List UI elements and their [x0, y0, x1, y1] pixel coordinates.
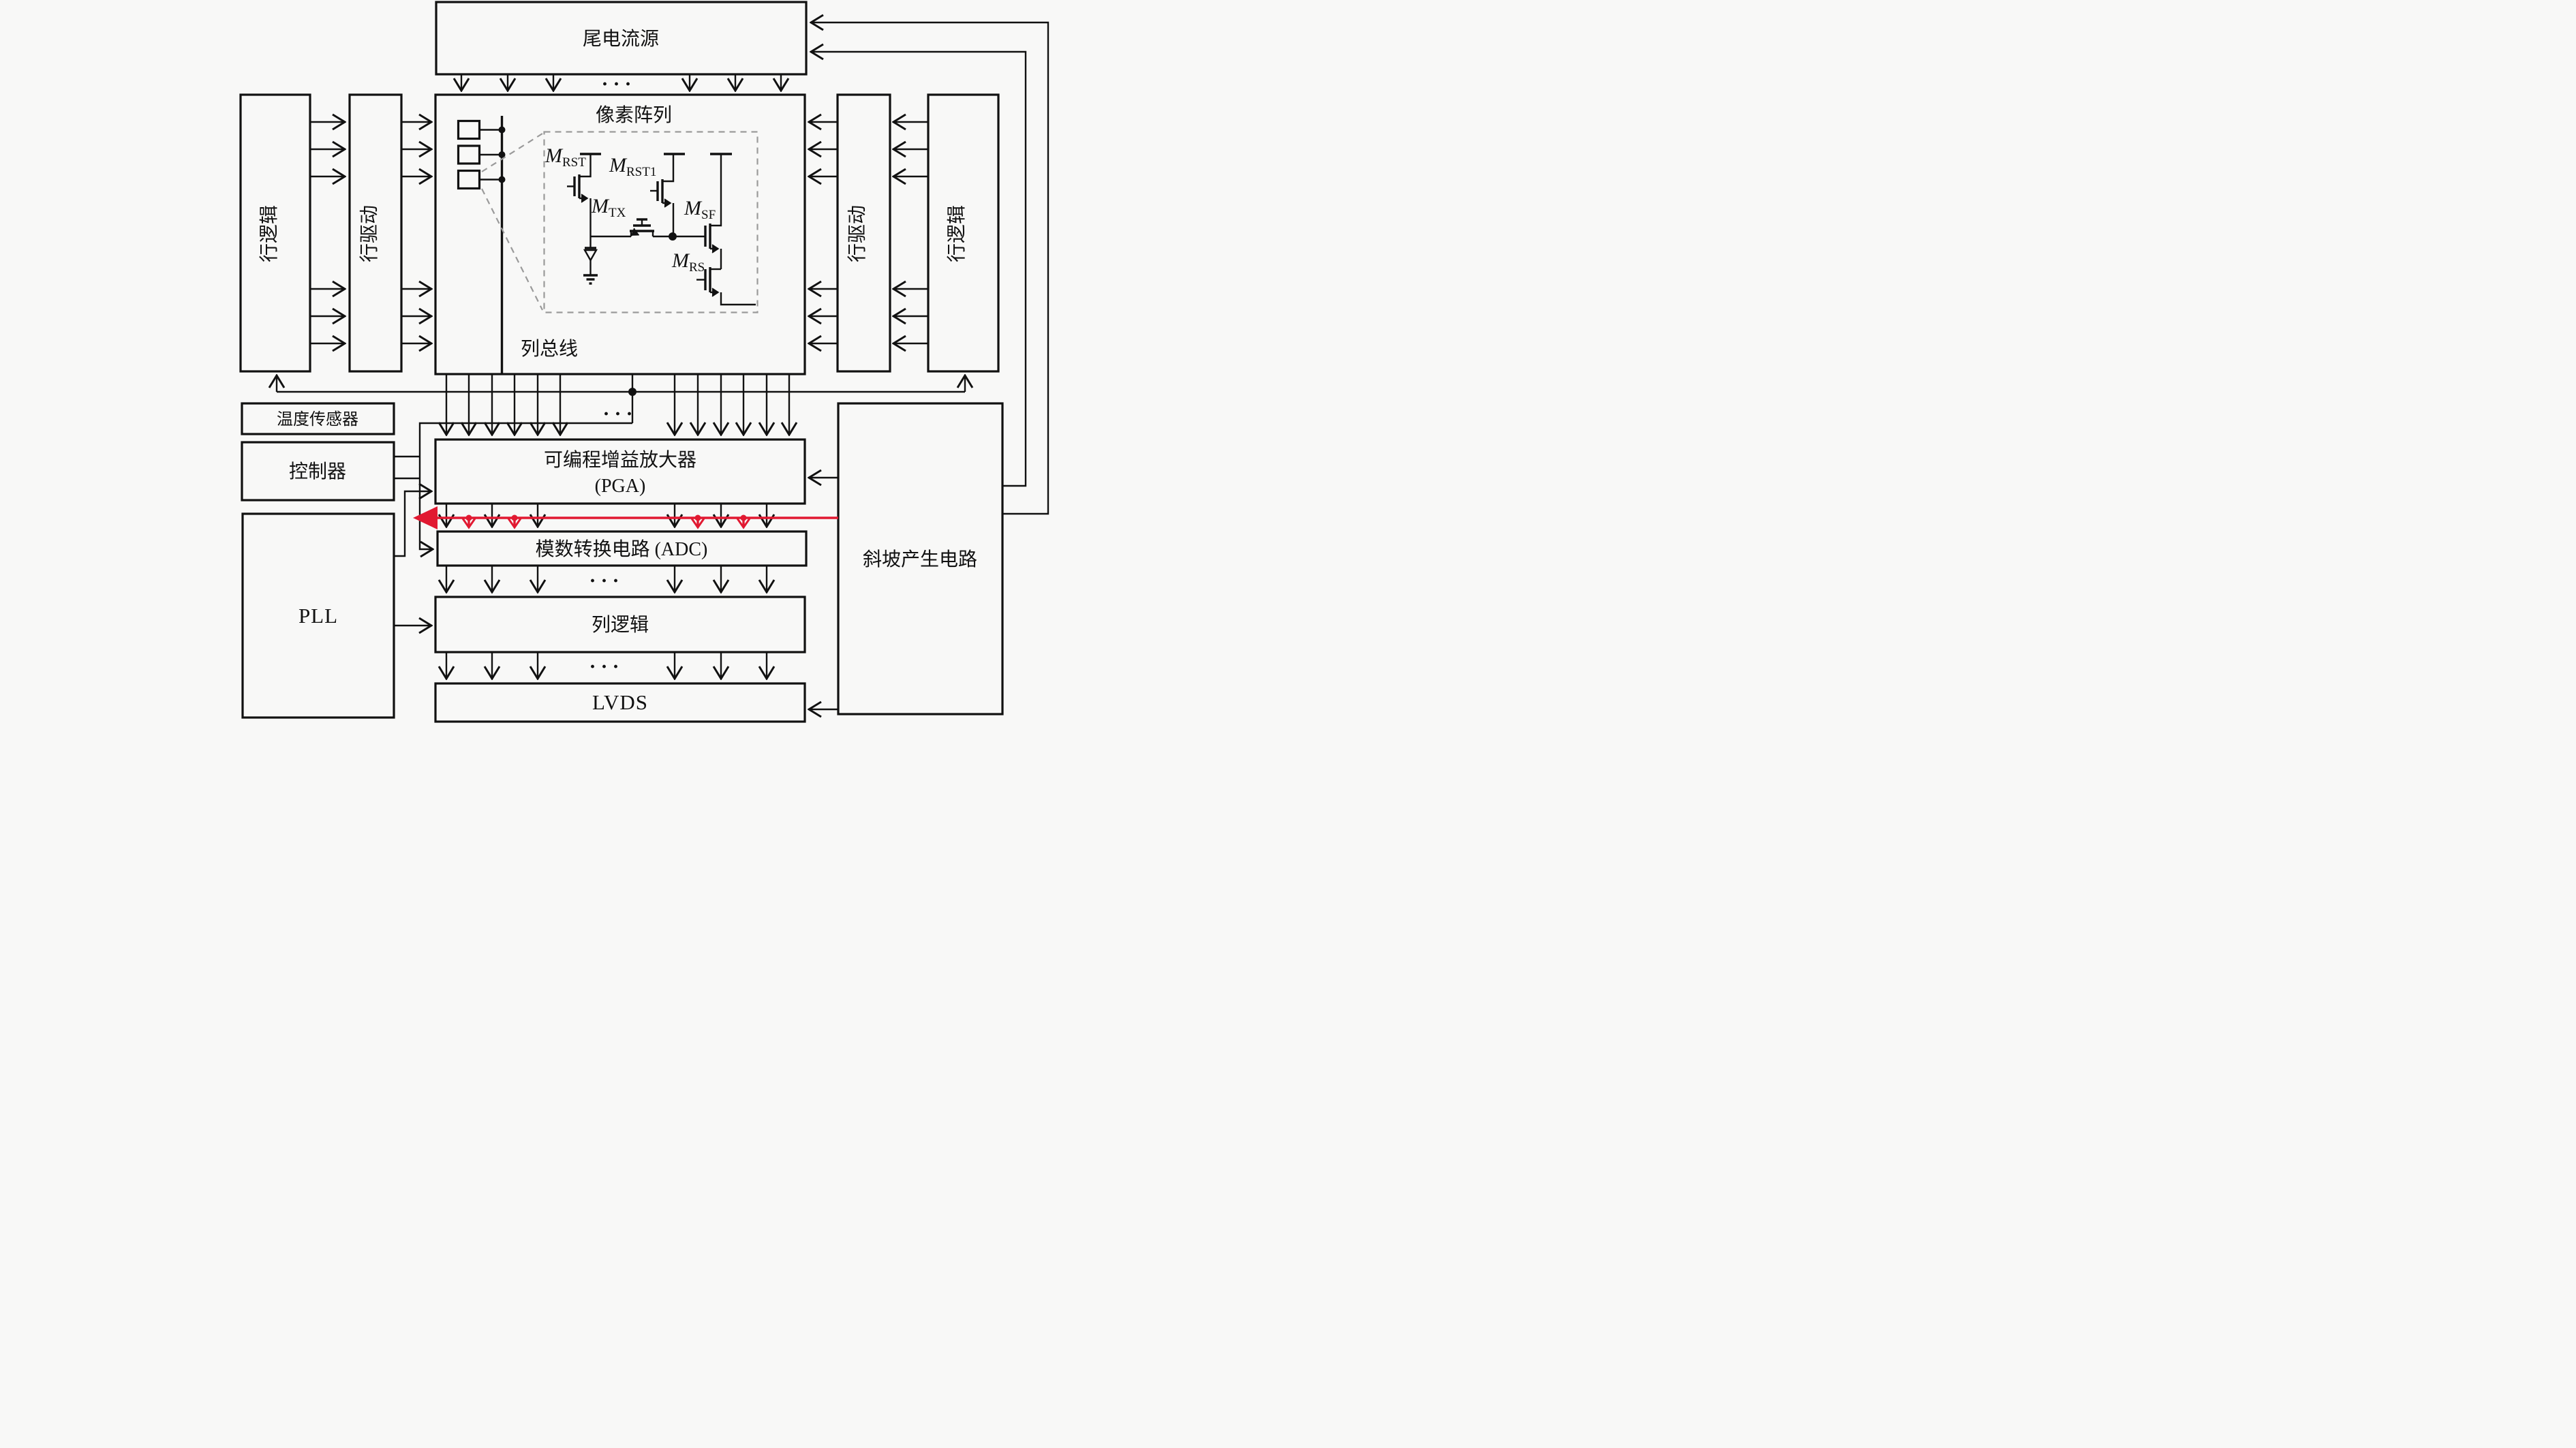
inset-callout-line	[481, 188, 543, 311]
ramp-to-tail-feedback-inner	[811, 52, 1027, 487]
tail-to-pixel-arrows	[461, 75, 781, 91]
row-driver-left-box	[348, 93, 403, 373]
row-logic-right-label: 行逻辑	[946, 205, 968, 262]
mrs-label: MRS	[671, 249, 705, 275]
column-logic-box	[434, 596, 806, 653]
tail-current-source-box	[435, 1, 808, 76]
diagram-canvas: 尾电流源 像素阵列 列总线 行逻辑 行驱动 行驱动 行逻辑 温度传感器 控制器 …	[239, 1, 1049, 723]
pixel-cell	[457, 144, 481, 165]
pll-label: PLL	[298, 604, 338, 628]
pll-routing	[394, 491, 431, 626]
row-driver-right-label: 行驱动	[846, 205, 868, 262]
sensor-architecture-diagram: 尾电流源 像素阵列 列总线 行逻辑 行驱动 行驱动 行逻辑 温度传感器 控制器 …	[0, 0, 1288, 724]
row-logic-left-box	[239, 93, 311, 373]
pixel-cell	[457, 169, 481, 190]
output-wire	[720, 292, 756, 306]
ramp-signal-red-path	[413, 506, 838, 529]
row-logic-right-to-driver-arrows	[893, 122, 928, 343]
controller-row-control-routing	[277, 374, 965, 549]
pga-to-adc-arrows	[446, 504, 767, 527]
pll-box	[241, 512, 395, 719]
ramp-signal-arrowhead-icon	[413, 506, 438, 529]
row-driver-left-label: 行驱动	[358, 205, 380, 262]
pixel-array-box	[434, 93, 806, 375]
channel-arrow	[630, 228, 639, 236]
pga-label-line2: (PGA)	[595, 476, 646, 497]
mtx-label: MTX	[591, 195, 626, 220]
photodiode	[583, 236, 598, 285]
pd-triangle-icon	[583, 249, 598, 262]
drain	[662, 154, 675, 183]
mrst1-label: MRST1	[609, 154, 656, 179]
temp-sensor-box	[241, 402, 395, 435]
drain	[579, 154, 592, 178]
column-logic-to-lvds-arrows	[446, 652, 767, 679]
ellipsis-collogic-lvds: ···	[589, 656, 624, 678]
row-driver-right-to-pixel-arrows	[809, 122, 838, 343]
pga-label-line1: 可编程增益放大器	[544, 449, 696, 471]
row-logic-right-box	[927, 93, 1000, 373]
pga-box	[434, 438, 806, 505]
pixel-cell	[457, 119, 481, 140]
bus-junction-dot	[498, 176, 506, 183]
junction-dot	[628, 388, 637, 396]
pixel-array-label: 像素阵列	[596, 104, 672, 126]
inset-callout-line	[481, 133, 543, 172]
pixel-circuit	[567, 153, 756, 306]
row-logic-left-to-driver-arrows	[310, 122, 345, 343]
ellipsis-tail-pixel: ···	[601, 73, 636, 95]
pixel-array-internals	[457, 116, 758, 373]
temp-sensor-label: 温度传感器	[277, 410, 358, 429]
ellipsis-pixel-pga: ···	[602, 403, 637, 425]
ramp-to-tail-feedback-outer	[811, 22, 1049, 515]
row-driver-right-box	[836, 93, 891, 373]
drain	[710, 154, 722, 227]
ramp-generator-box	[837, 402, 1004, 715]
row-driver-left-to-pixel-arrows	[401, 122, 431, 343]
lvds-box	[434, 682, 806, 723]
column-bus-label: 列总线	[521, 338, 578, 360]
pll-to-pga-route	[394, 491, 431, 557]
transistor-mtx	[630, 218, 654, 236]
pixel-to-pga-column-arrows	[446, 374, 789, 435]
mrst-label: MRST	[545, 144, 586, 170]
ramp-generator-label: 斜坡产生电路	[863, 549, 977, 570]
row-logic-left-label: 行逻辑	[258, 205, 280, 262]
lvds-label: LVDS	[592, 690, 648, 714]
tail-current-source-label: 尾电流源	[583, 28, 659, 50]
bus-junction-dot	[498, 126, 506, 134]
ellipsis-adc-collogic: ···	[589, 570, 624, 592]
controller-box	[241, 441, 395, 502]
transistor-mrst1	[650, 154, 675, 236]
bus-junction-dot	[498, 151, 506, 158]
msf-label: MSF	[684, 197, 716, 222]
ramp-box-links	[809, 22, 1049, 709]
adc-label: 模数转换电路 (ADC)	[536, 538, 708, 560]
column-logic-label: 列逻辑	[592, 614, 649, 636]
controller-label: 控制器	[289, 461, 346, 482]
adc-box	[436, 530, 808, 567]
transistor-msf	[704, 154, 722, 269]
adc-to-column-logic-arrows	[446, 566, 767, 592]
transistor-mrs	[696, 267, 756, 306]
transistor-mrst	[567, 154, 592, 236]
